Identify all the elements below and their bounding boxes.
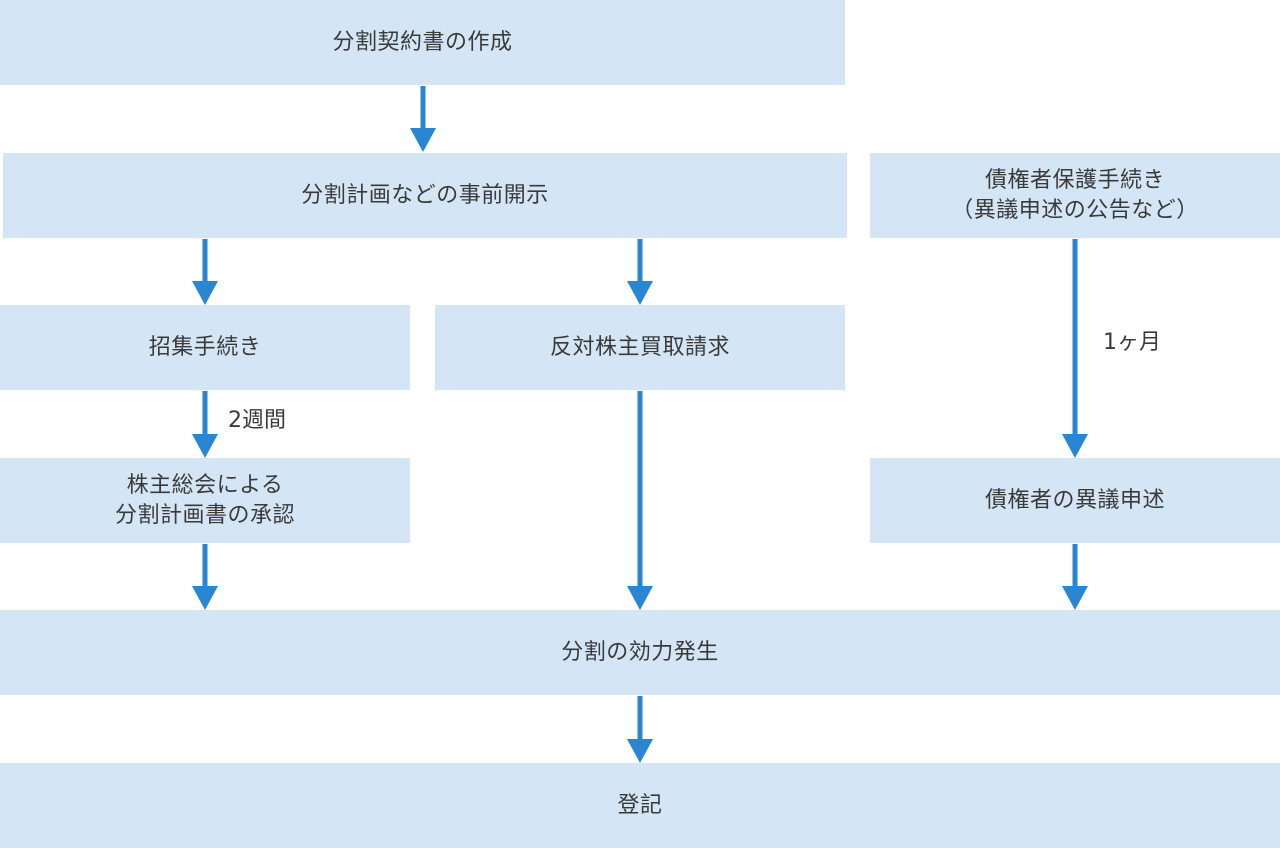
step-convocation-text: 招集手続き: [148, 334, 262, 360]
step-creditor-procedure-line1: 債権者保護手続き: [984, 167, 1165, 193]
step-effective: 分割の効力発生: [0, 610, 1280, 695]
arrow-approval-to-effective: [192, 544, 218, 610]
step-objection: 債権者の異議申述: [870, 458, 1280, 543]
arrow-objection-to-effective: [1062, 544, 1088, 610]
step-disclosure: 分割計画などの事前開示: [3, 153, 847, 238]
arrow-effective-to-registration: [627, 696, 653, 763]
step-buyback: 反対株主買取請求: [435, 305, 845, 390]
arrow-contract-to-disclosure: [410, 86, 436, 152]
step-approval: 株主総会による 分割計画書の承認: [0, 458, 410, 543]
step-registration: 登記: [0, 763, 1280, 848]
step-contract-text: 分割契約書の作成: [332, 29, 513, 55]
arrow-creditor-procedure-to-objection: [1062, 239, 1088, 458]
step-contract: 分割契約書の作成: [0, 0, 845, 85]
step-creditor-procedure: 債権者保護手続き （異議申述の公告など）: [870, 153, 1280, 238]
step-convocation: 招集手続き: [0, 305, 410, 390]
step-effective-text: 分割の効力発生: [561, 639, 719, 665]
step-approval-line2: 分割計画書の承認: [114, 502, 295, 528]
arrow-disclosure-to-convocation: [192, 239, 218, 305]
arrow-buyback-to-effective: [627, 391, 653, 610]
step-objection-text: 債権者の異議申述: [984, 487, 1165, 513]
arrow-convocation-to-approval: [192, 391, 218, 458]
two-weeks-label: 2週間: [228, 408, 286, 433]
one-month-label: 1ヶ月: [1103, 330, 1161, 355]
step-approval-line1: 株主総会による: [126, 472, 284, 498]
step-buyback-text: 反対株主買取請求: [549, 334, 730, 360]
step-creditor-procedure-line2: （異議申述の公告など）: [951, 197, 1199, 223]
arrow-disclosure-to-buyback: [627, 239, 653, 305]
step-disclosure-text: 分割計画などの事前開示: [301, 182, 549, 208]
step-registration-text: 登記: [617, 792, 663, 818]
